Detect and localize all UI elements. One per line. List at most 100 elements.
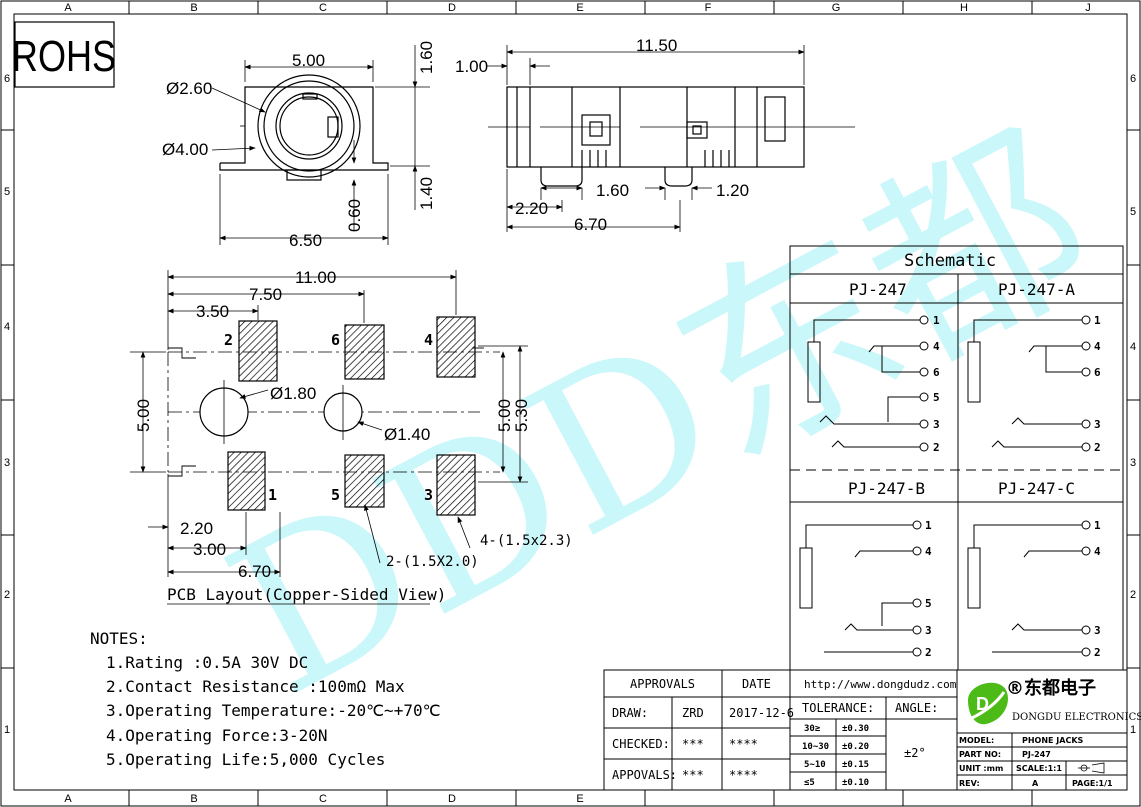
schematic-variant: PJ-247-B	[848, 479, 925, 498]
row-label: 6	[4, 73, 10, 85]
col-label: E	[576, 793, 583, 805]
dim-pcb-hole2: Ø1.40	[384, 425, 430, 444]
dim-front-width-bottom: 6.50	[289, 231, 322, 250]
company-logo: D	[968, 682, 1008, 725]
row-label: 5	[1130, 206, 1136, 218]
notes-title: NOTES:	[90, 629, 148, 648]
tolerance-label: TOLERANCE:	[802, 701, 874, 715]
tol-range: ≤5	[804, 778, 815, 788]
angle-label: ANGLE:	[895, 701, 938, 715]
frame-labels: A B C D E F G H J A B C D E 6 5 4 3 2 1 …	[4, 2, 1136, 805]
tol-value: ±0.30	[842, 724, 869, 734]
col-label: A	[64, 793, 72, 805]
schematic-pj-247-c-pins: 1 4 3 2	[1094, 519, 1101, 659]
schematic-pj-247-b	[799, 520, 922, 657]
front-view	[219, 74, 389, 181]
col-label: E	[576, 2, 583, 14]
tol-value: ±0.20	[842, 742, 869, 752]
schematic-variant: PJ-247	[849, 280, 907, 299]
col-label: B	[190, 2, 197, 14]
title-block-details: MODEL: PHONE JACKS PART NO: PJ-247 UNIT …	[959, 736, 1113, 788]
model-label: MODEL:	[959, 736, 994, 745]
rev-label: REV:	[959, 779, 980, 788]
col-label: A	[64, 2, 72, 14]
tol-range: 5~10	[804, 760, 826, 770]
pin-label: 2	[925, 646, 932, 659]
schematic-pj-247-pins: 1 4 6 5 3 2	[933, 314, 940, 454]
col-label: D	[448, 793, 456, 805]
schematic-variant: PJ-247-C	[998, 479, 1075, 498]
dim-front-width-top: 5.00	[292, 51, 325, 70]
appovals-date: ****	[729, 768, 758, 782]
pcb-pad-5	[344, 454, 385, 508]
dim-pcb-hole1: Ø1.80	[270, 384, 316, 403]
checked-date: ****	[729, 737, 758, 751]
approvals-header: APPROVALS	[630, 677, 695, 691]
pcb-pad-note1: 2-(1.5X2.0)	[386, 554, 479, 570]
checked-by: ***	[682, 737, 704, 751]
schematic-pj-247-b-pins: 1 4 5 3 2	[925, 519, 932, 659]
dim-pcb-bottom2: 3.00	[193, 540, 226, 559]
dim-pcb-total-width: 11.00	[295, 268, 336, 287]
dim-side-pin1: 1.60	[596, 181, 629, 200]
schematic-pj-247	[807, 315, 929, 452]
col-label: C	[319, 793, 327, 805]
date-header: DATE	[742, 677, 771, 691]
pcb-pad-6	[344, 324, 385, 380]
tolerance-table: 30≥ 10~30 5~10 ≤5 ±0.30 ±0.20 ±0.15 ±0.1…	[802, 724, 869, 788]
row-label: 6	[1130, 73, 1136, 85]
note-item: 2.Contact Resistance :100mΩ Max	[106, 677, 405, 696]
pin-label: 4	[933, 340, 940, 353]
col-label: F	[705, 2, 712, 14]
dim-side-pin-pos2: 6.70	[574, 215, 607, 234]
dim-pcb-span2: 3.50	[196, 302, 229, 321]
note-item: 1.Rating :0.5A 30V DC	[106, 653, 308, 672]
dim-front-inner-dia: Ø2.60	[166, 79, 212, 98]
col-label: C	[319, 2, 327, 14]
col-label: B	[190, 793, 197, 805]
page-label: PAGE:1/1	[1072, 779, 1113, 788]
pcb-layout-title: PCB Layout(Copper-Sided View)	[167, 585, 446, 604]
notes: NOTES: 1.Rating :0.5A 30V DC 2.Contact R…	[90, 629, 441, 769]
col-label: D	[448, 2, 456, 14]
tol-value: ±0.10	[842, 778, 869, 788]
row-label: 3	[4, 457, 10, 469]
dim-front-outer-dia: Ø4.00	[162, 140, 208, 159]
pin-label: 1	[925, 519, 932, 532]
pad-number: 2	[224, 331, 233, 349]
dim-pcb-height-right-inner: 5.00	[495, 399, 514, 432]
pin-label: 3	[925, 624, 932, 637]
unit-label: UNIT :mm	[959, 764, 1003, 773]
pcb-pad-note2: 4-(1.5x2.3)	[480, 533, 573, 549]
pad-number: 4	[424, 331, 433, 349]
draw-date: 2017-12-6	[729, 706, 794, 720]
projection-symbol	[1078, 762, 1105, 774]
pin-label: 1	[933, 314, 940, 327]
col-label: J	[1085, 2, 1091, 14]
side-view	[506, 86, 805, 187]
pad-number: 6	[331, 331, 340, 349]
title-block-text: APPROVALS DATE DRAW: ZRD 2017-12-6 CHECK…	[612, 677, 957, 782]
model-value: PHONE JACKS	[1022, 736, 1084, 745]
title-block-grid	[603, 669, 1128, 791]
front-view-dimensions	[211, 45, 430, 245]
part-value: PJ-247	[1022, 750, 1051, 759]
dim-side-pin-pos1: 2.20	[515, 199, 548, 218]
row-label: 5	[4, 186, 10, 198]
dim-side-pin2: 1.20	[716, 181, 749, 200]
row-label: 3	[1130, 457, 1136, 469]
schematic-pj-247-a-pins: 1 4 6 3 2	[1094, 314, 1101, 454]
pad-number: 1	[268, 486, 277, 504]
row-label: 1	[4, 724, 10, 736]
side-view-dimensions	[487, 45, 805, 232]
angle-value: ±2°	[904, 746, 926, 760]
appovals-by: ***	[682, 768, 704, 782]
dim-pcb-height-right-outer: 5.30	[512, 399, 531, 432]
company-name-cn: ®东都电子	[1006, 677, 1096, 699]
schematic-title: Schematic	[904, 251, 996, 271]
rev-value: A	[1032, 779, 1039, 788]
pad-number: 5	[331, 486, 340, 504]
